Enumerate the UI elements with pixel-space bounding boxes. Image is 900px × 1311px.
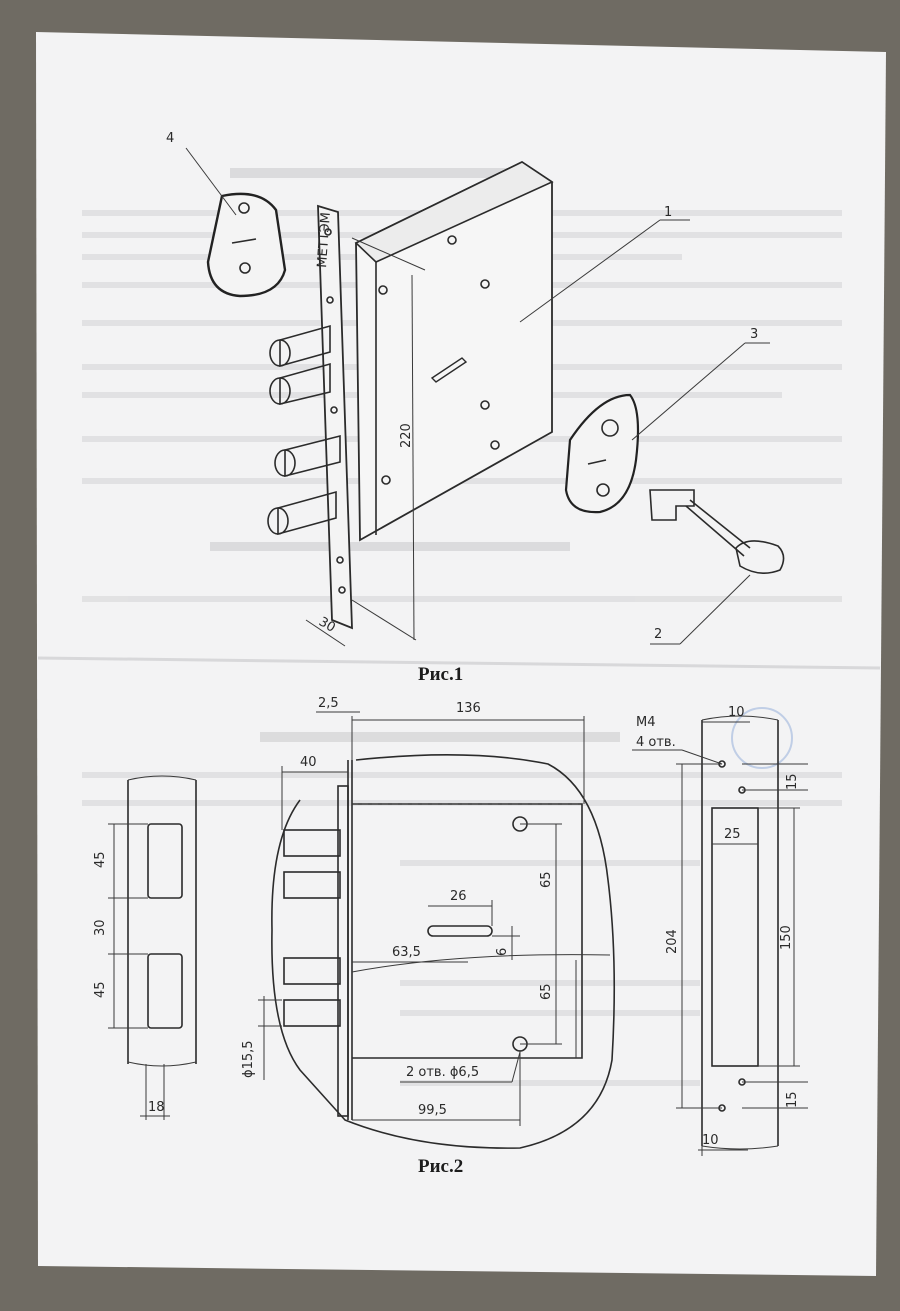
faceplate-thread-count: 4 отв.: [636, 735, 676, 750]
dim-6: 6: [495, 948, 510, 956]
escutcheon-3: [564, 393, 640, 514]
faceplate-dim-25: 25: [724, 827, 741, 842]
lock-body-top: [354, 161, 554, 263]
callout-leader-1: [519, 219, 661, 323]
strike-dim-30: 30: [93, 919, 108, 936]
dim-bolt-diameter: ϕ15,5: [241, 1040, 256, 1078]
stamp-mark: [731, 707, 793, 769]
faceplate-dim-150: 150: [779, 925, 794, 950]
brand-mark-label: МЕТТЭМ: [315, 212, 334, 269]
paper-fold: [37, 656, 881, 670]
figure-2-caption: Рис.2: [418, 1156, 463, 1177]
dim-65-lower: 65: [539, 983, 554, 1000]
faceplate-thread: M4: [636, 715, 656, 730]
callout-leader-3: [631, 342, 746, 441]
dim-26: 26: [450, 889, 467, 904]
faceplate-dim-10-top: 10: [728, 705, 745, 720]
figure-1-exploded-view: МЕТТЭМ 220 30 4 1: [166, 131, 785, 685]
key-2: [649, 489, 785, 574]
dim-mount-holes: 2 отв. ϕ6,5: [406, 1065, 479, 1080]
faceplate-dim-15-bottom: 15: [785, 1091, 800, 1108]
dim-63-5: 63,5: [392, 945, 421, 960]
door-cutout-outline: [271, 754, 616, 1149]
faceplate-dim-15-top: 15: [785, 773, 800, 790]
dim-depth-30: 30: [316, 614, 338, 635]
faceplate-dim-204: 204: [665, 929, 680, 954]
strike-dim-18: 18: [148, 1100, 165, 1115]
figure-1-caption: Рис.1: [418, 664, 463, 685]
faceplate-dim-10-bottom: 10: [702, 1133, 719, 1148]
callout-4: 4: [166, 131, 174, 146]
lock-faceplate: [317, 204, 353, 630]
callout-1: 1: [664, 205, 672, 220]
dim-height-220: 220: [399, 423, 414, 448]
lock-bolts: [267, 324, 341, 536]
strike-dim-45-lower: 45: [93, 981, 108, 998]
callout-2: 2: [654, 627, 662, 642]
strike-dim-45-upper: 45: [93, 851, 108, 868]
callout-leader-4: [185, 147, 237, 216]
dim-40: 40: [300, 755, 317, 770]
dim-99-5: 99,5: [418, 1103, 447, 1118]
faceplate-view: M4 4 отв. 10 15 25 204 150 15 10: [632, 705, 808, 1156]
lock-body-section-view: 2,5 136 40 26 63,5 6 65 65 ϕ15,5: [241, 696, 616, 1149]
dim-65-upper: 65: [539, 871, 554, 888]
escutcheon-4: [206, 192, 287, 298]
keyhole-slot: [430, 357, 468, 383]
dim-2-5: 2,5: [318, 696, 339, 711]
callout-3: 3: [750, 327, 758, 342]
figure-2-dimensioned-views: 45 30 45 18: [93, 696, 808, 1177]
dim-136: 136: [456, 701, 481, 716]
callout-leader-2: [679, 574, 751, 645]
strike-plate-view: 45 30 45 18: [93, 775, 197, 1120]
paper-sheet: [36, 32, 886, 1276]
